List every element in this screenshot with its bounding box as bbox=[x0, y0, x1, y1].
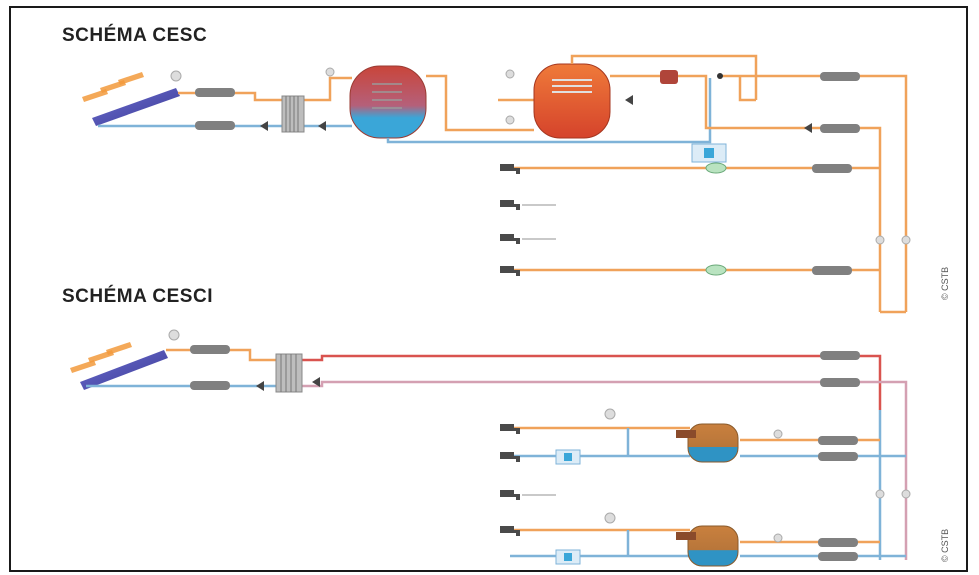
sensor-component bbox=[195, 88, 235, 97]
check-valve-icon bbox=[804, 123, 812, 133]
credit-cstb-top: © CSTB bbox=[940, 267, 950, 300]
faucet-icon bbox=[500, 164, 520, 174]
faucet-icon bbox=[500, 266, 520, 276]
sensor-component bbox=[820, 72, 860, 81]
sensor-component bbox=[812, 266, 852, 275]
tank-coil bbox=[372, 83, 402, 109]
solar-collector-icon bbox=[80, 350, 168, 390]
thermometer-icon bbox=[773, 429, 783, 439]
individual-tank-icon bbox=[687, 423, 739, 463]
sun-rays-icon bbox=[82, 72, 144, 102]
sensor-component bbox=[818, 538, 858, 547]
sensor-component bbox=[190, 381, 230, 390]
faucet-icon bbox=[500, 234, 520, 244]
solar-collector-icon bbox=[92, 88, 180, 126]
thermometer-icon bbox=[901, 235, 911, 245]
faucet-icon bbox=[500, 424, 520, 434]
schema-cesci-title: SCHÉMA CESCI bbox=[62, 286, 213, 307]
schema-cesci bbox=[70, 329, 911, 567]
thermometer-icon bbox=[901, 489, 911, 499]
thermometer-icon bbox=[168, 329, 180, 341]
exchanger-hot-pipe bbox=[304, 76, 352, 102]
sensor-component bbox=[820, 351, 860, 360]
schema-cesc bbox=[82, 54, 911, 314]
sensor-component bbox=[820, 378, 860, 387]
expansion-vessel-core bbox=[704, 148, 714, 158]
check-valve-icon bbox=[625, 95, 633, 105]
tank-element bbox=[676, 430, 696, 438]
schema-cesc-title: SCHÉMA CESC bbox=[62, 25, 208, 46]
cold-water-main bbox=[386, 78, 712, 144]
thermometer-icon bbox=[773, 533, 783, 543]
expansion-vessel-core bbox=[564, 553, 572, 561]
sensor-component bbox=[195, 121, 235, 130]
thermometer-icon bbox=[604, 512, 616, 524]
valve-icon bbox=[660, 70, 678, 84]
thermometer-icon bbox=[505, 115, 515, 125]
tank-element bbox=[676, 532, 696, 540]
storage-tank-icon bbox=[349, 65, 427, 139]
thermometer-icon bbox=[170, 70, 182, 82]
junction bbox=[717, 73, 723, 79]
thermometer-icon bbox=[325, 67, 335, 77]
faucet-icon bbox=[500, 490, 520, 500]
pump-icon bbox=[705, 264, 727, 276]
expansion-vessel-core bbox=[564, 453, 572, 461]
secondary-return-pipe bbox=[302, 380, 908, 560]
thermometer-icon bbox=[604, 408, 616, 420]
check-valve-icon bbox=[312, 377, 320, 387]
sensor-component bbox=[812, 164, 852, 173]
return-pipe bbox=[720, 74, 908, 312]
thermometer-icon bbox=[505, 69, 515, 79]
pump-icon bbox=[705, 162, 727, 174]
faucet-icon bbox=[500, 526, 520, 536]
tank-element bbox=[552, 79, 592, 93]
storage-tank-icon bbox=[533, 63, 611, 139]
sensor-component bbox=[818, 436, 858, 445]
heat-exchanger-icon bbox=[275, 353, 303, 393]
check-valve-icon bbox=[318, 121, 326, 131]
faucet-icon bbox=[500, 452, 520, 462]
check-valve-icon bbox=[260, 121, 268, 131]
heat-exchanger-icon bbox=[281, 95, 305, 133]
sensor-component bbox=[190, 345, 230, 354]
individual-tank-icon bbox=[687, 525, 739, 567]
sensor-component bbox=[818, 452, 858, 461]
sensor-component bbox=[820, 124, 860, 133]
sensor-component bbox=[818, 552, 858, 561]
figure-frame bbox=[9, 6, 968, 572]
mixing-pipe bbox=[738, 76, 756, 102]
hot-supply-pipe bbox=[570, 54, 758, 100]
faucet-icon bbox=[500, 200, 520, 210]
check-valve-icon bbox=[256, 381, 264, 391]
transfer-hot-pipe bbox=[426, 74, 534, 132]
thermometer-icon bbox=[875, 489, 885, 499]
thermometer-icon bbox=[875, 235, 885, 245]
secondary-hot-pipe bbox=[302, 354, 882, 410]
unconnected-pipe bbox=[522, 204, 556, 240]
loop-pipe bbox=[610, 74, 882, 312]
sun-rays-icon bbox=[70, 342, 132, 373]
credit-cstb-bottom: © CSTB bbox=[940, 529, 950, 562]
